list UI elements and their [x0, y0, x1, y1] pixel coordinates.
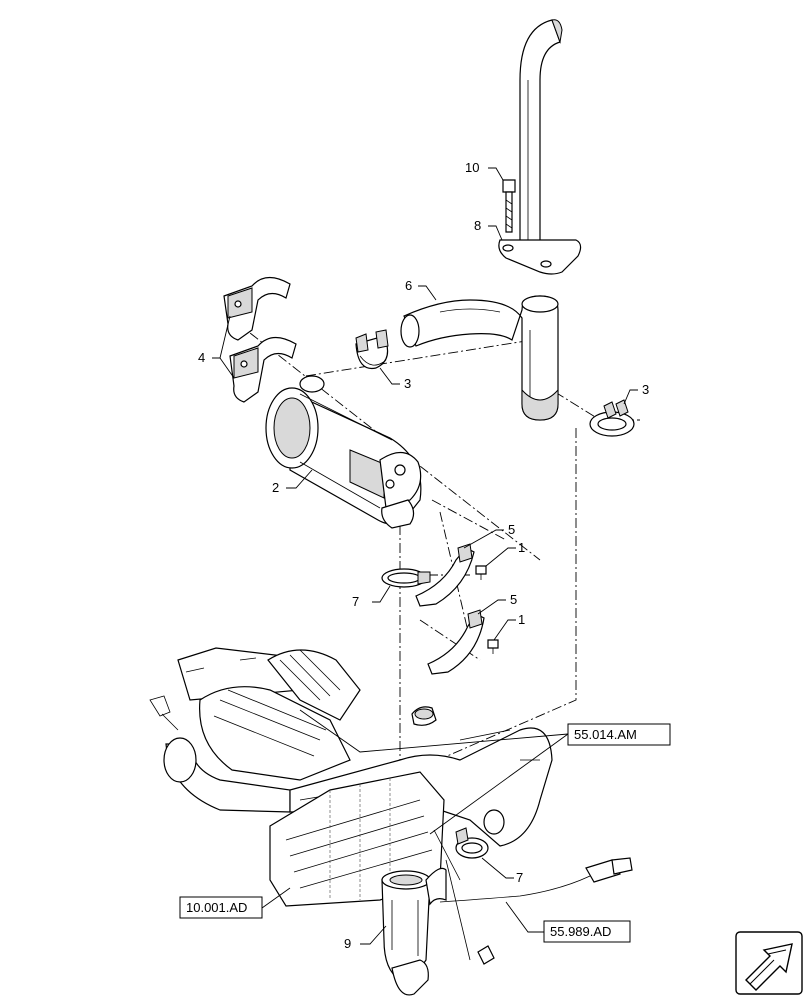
- clamp-right: [589, 399, 635, 437]
- callout-1-upper: 1: [518, 540, 525, 555]
- elbow-pipe: [400, 295, 559, 421]
- callout-4: 4: [198, 350, 205, 365]
- next-page-arrow-icon[interactable]: [735, 931, 803, 995]
- exhaust-stack: [498, 19, 582, 275]
- reference-55-014-am[interactable]: 55.014.AM: [567, 723, 671, 746]
- callout-5-upper: 5: [508, 522, 515, 537]
- reference-55-014-am-label: 55.014.AM: [574, 727, 637, 742]
- callout-9: 9: [344, 936, 351, 951]
- catalyst-canister: [265, 375, 422, 529]
- reference-10-001-ad[interactable]: 10.001.AD: [179, 896, 263, 919]
- engine-assembly: [149, 647, 553, 907]
- callout-7-upper: 7: [352, 594, 359, 609]
- leader-lines: [212, 167, 638, 945]
- callout-7-lower: 7: [516, 870, 523, 885]
- callout-3-upper: 3: [404, 376, 411, 391]
- lower-canister: [381, 867, 447, 996]
- strap-bolts: [475, 565, 499, 654]
- sensor-harness: [433, 829, 633, 965]
- mounting-brackets: [223, 276, 297, 403]
- clamp-upper: [355, 329, 389, 370]
- mounting-straps: [415, 543, 485, 675]
- callout-1-lower: 1: [518, 612, 525, 627]
- reference-55-989-ad[interactable]: 55.989.AD: [543, 920, 631, 943]
- callout-6: 6: [405, 278, 412, 293]
- callout-8: 8: [474, 218, 481, 233]
- callout-10: 10: [465, 160, 479, 175]
- reference-55-989-ad-label: 55.989.AD: [550, 924, 611, 939]
- bolt-part: [502, 179, 516, 233]
- callout-5-lower: 5: [510, 592, 517, 607]
- callout-2: 2: [272, 480, 279, 495]
- v-clamp-upper: [381, 568, 431, 588]
- callout-3-right: 3: [642, 382, 649, 397]
- v-clamp-lower: [455, 827, 489, 859]
- callout-numbers: 10 8 6 3 3 4 2 5 1 7 5 1 7 9: [198, 160, 649, 951]
- reference-10-001-ad-label: 10.001.AD: [186, 900, 247, 915]
